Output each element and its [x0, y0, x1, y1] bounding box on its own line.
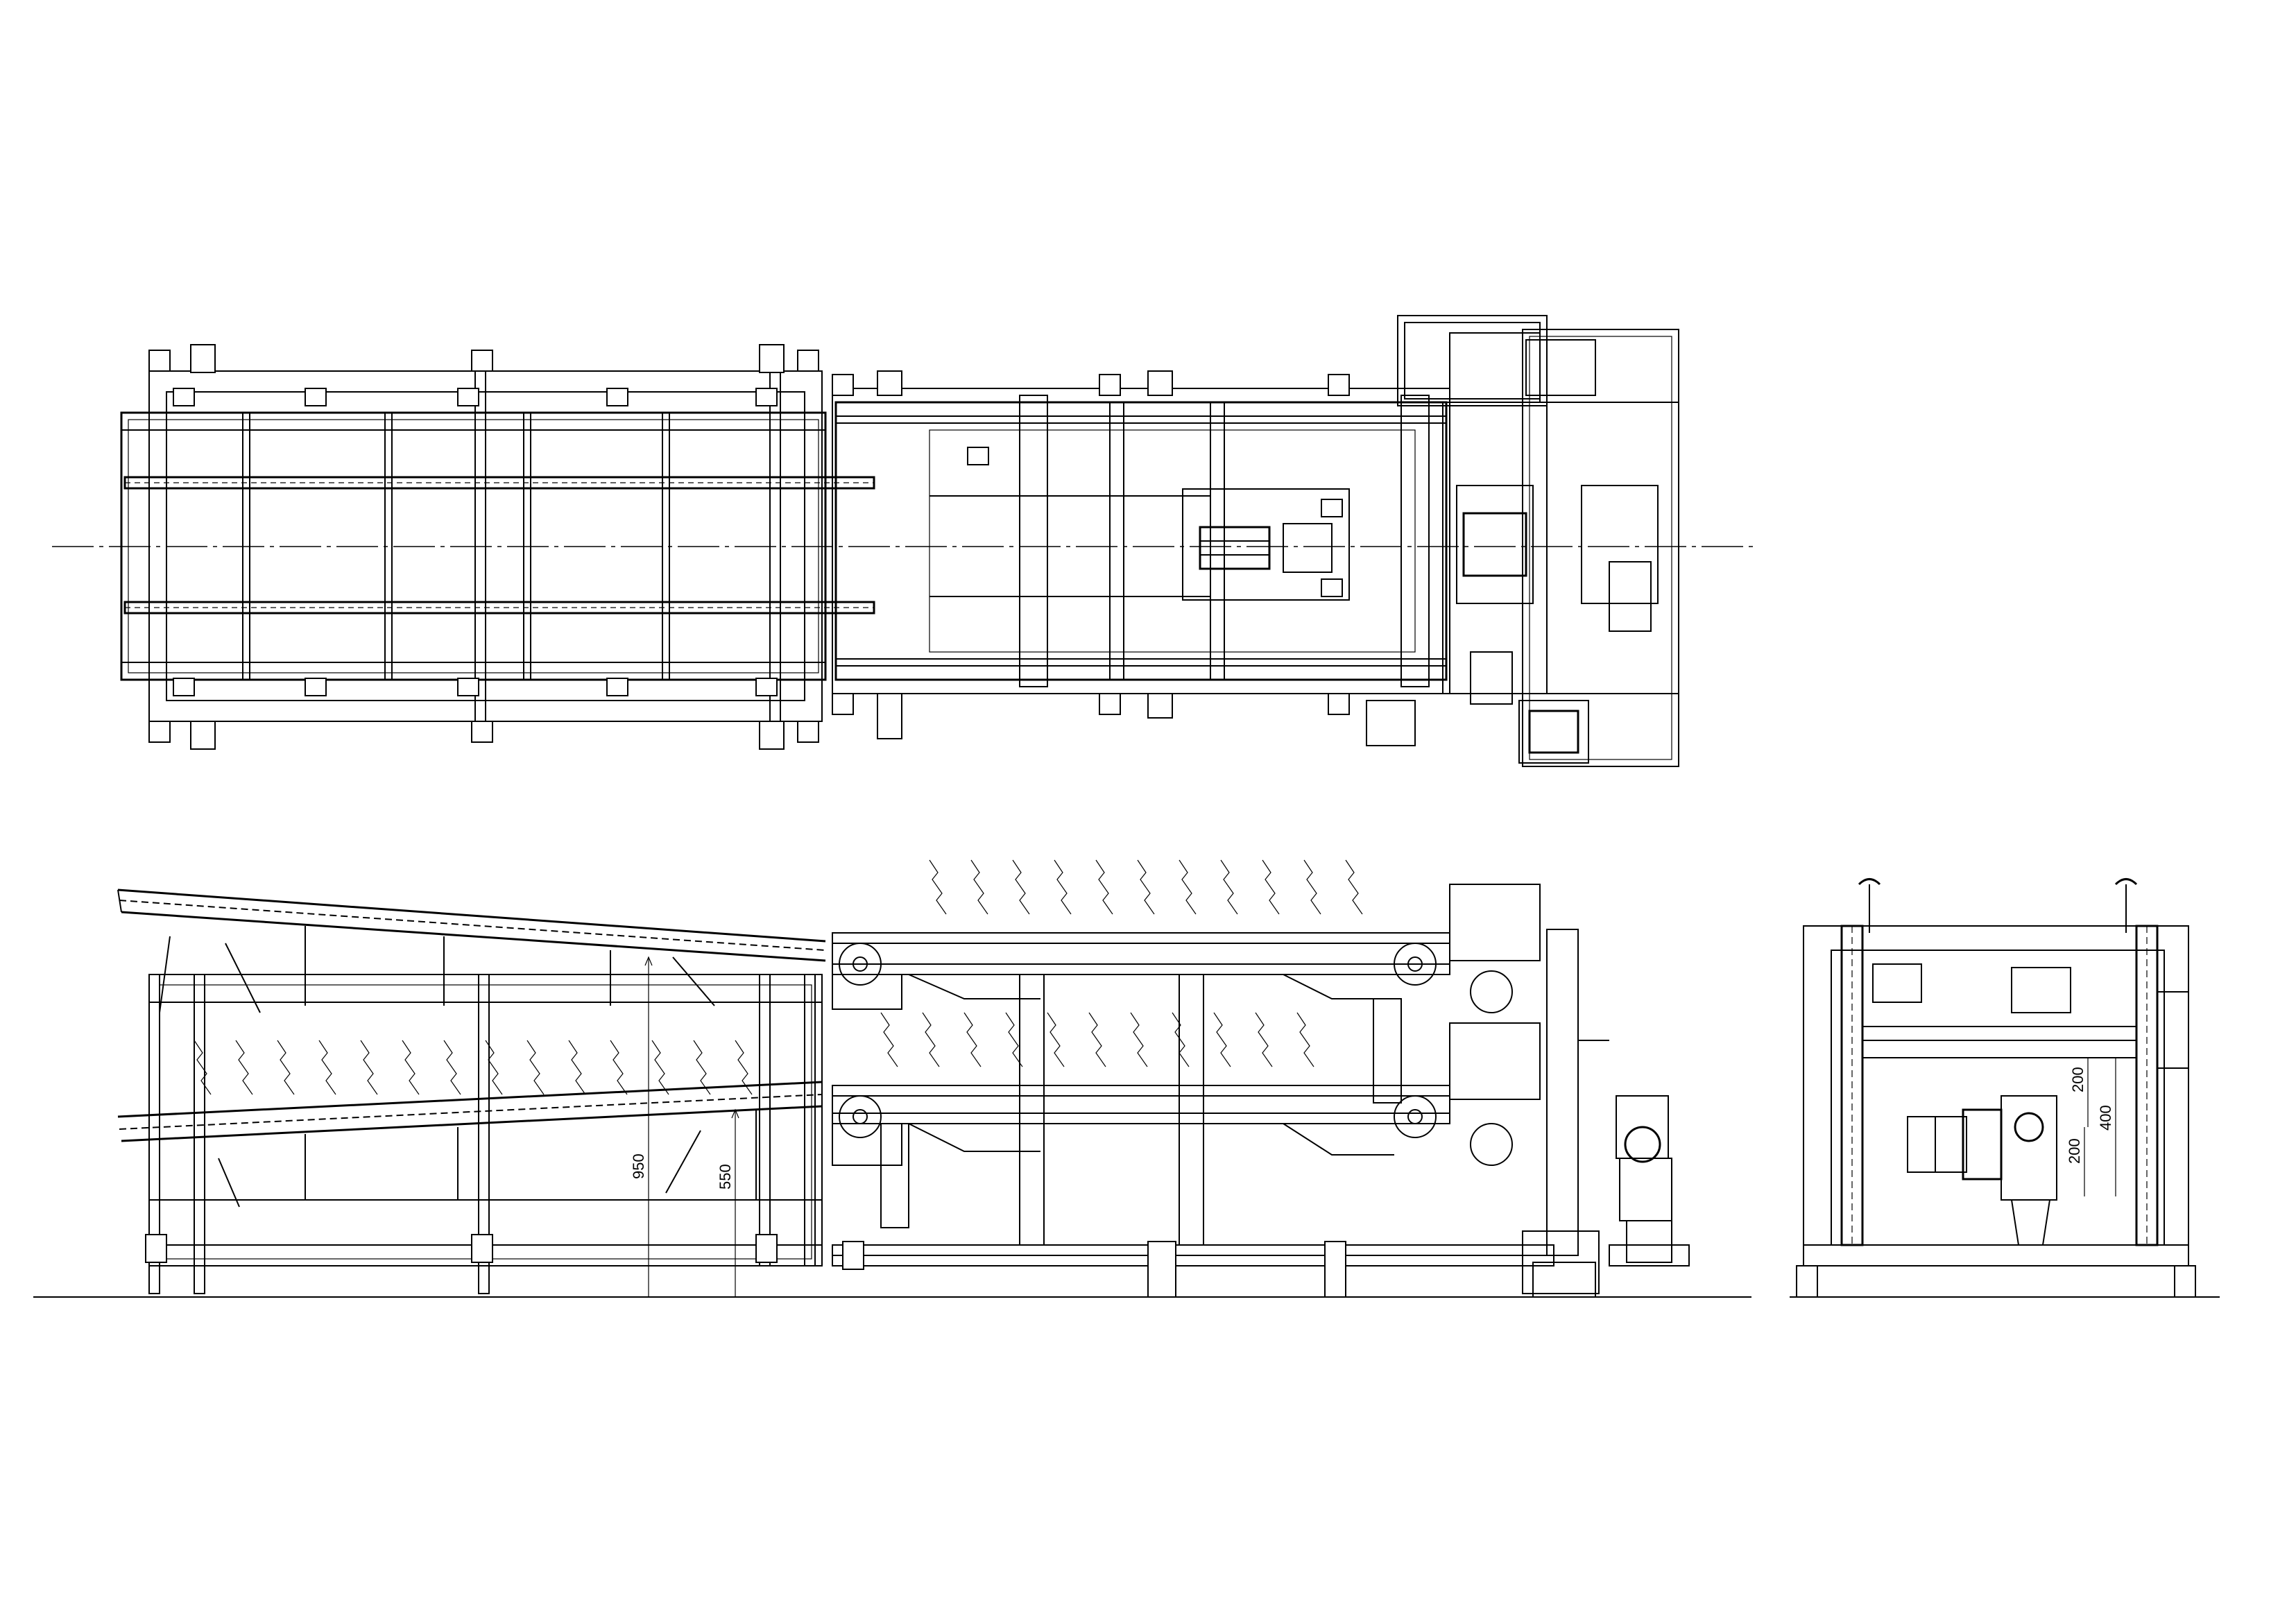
- dim-550-label: 550: [717, 1164, 734, 1190]
- side-middle-hanging-parts-upper: [929, 859, 1363, 915]
- plan-drive-unit: [1366, 315, 1679, 767]
- plan-chain-lower: [123, 601, 875, 615]
- side-dimension-550: 550: [717, 1108, 739, 1297]
- end-view: 200 400 200: [1790, 878, 2220, 1298]
- end-gearbox: [2001, 1095, 2057, 1246]
- end-cross-beam: [1862, 1026, 2137, 1058]
- end-dimension-200-upper: 200: [2069, 1058, 2089, 1127]
- end-top-hooks: [1858, 878, 2138, 933]
- dim-end-200-upper-label: 200: [2069, 1067, 2087, 1092]
- end-base: [1796, 1244, 2196, 1298]
- side-incline-posts: [305, 926, 757, 1200]
- side-left-legs: [145, 936, 816, 1294]
- plan-middle-brackets: [832, 370, 1350, 739]
- end-dimension-200-lower: 200: [2066, 1127, 2085, 1196]
- dim-end-200-lower-label: 200: [2066, 1138, 2083, 1164]
- plan-view: [52, 315, 1755, 767]
- side-dimension-950: 950: [630, 956, 653, 1297]
- side-lower-incline-conveyor: [117, 1081, 823, 1142]
- side-middle-base: [832, 1241, 1554, 1298]
- end-motor: [1907, 1108, 2003, 1180]
- plan-middle-cross-members: [929, 395, 1430, 687]
- side-middle-hanging-parts-lower: [880, 1012, 1314, 1067]
- side-view: 950 550: [33, 859, 1751, 1298]
- side-middle-posts: [880, 974, 1402, 1246]
- end-outer-frame: [1803, 925, 2189, 1246]
- plan-chain-upper: [123, 476, 875, 490]
- side-motor: [1578, 1040, 1690, 1266]
- side-upper-incline-conveyor: [117, 888, 826, 962]
- side-middle-upper-deck: [832, 932, 1450, 1010]
- side-left-hanging-parts: [194, 1040, 753, 1095]
- plan-brackets: [148, 344, 819, 750]
- dim-end-400-label: 400: [2097, 1105, 2114, 1131]
- plan-middle-frame: [832, 388, 1450, 694]
- side-drive-tower: [1449, 884, 1600, 1298]
- side-middle-lower-deck: [832, 1085, 1450, 1166]
- dim-950-label: 950: [630, 1153, 647, 1179]
- plan-left-cross-members: [242, 371, 781, 721]
- side-left-frame: [148, 974, 823, 1266]
- plan-central-mechanism: [1182, 488, 1350, 601]
- end-dimension-400: 400: [2097, 1058, 2116, 1196]
